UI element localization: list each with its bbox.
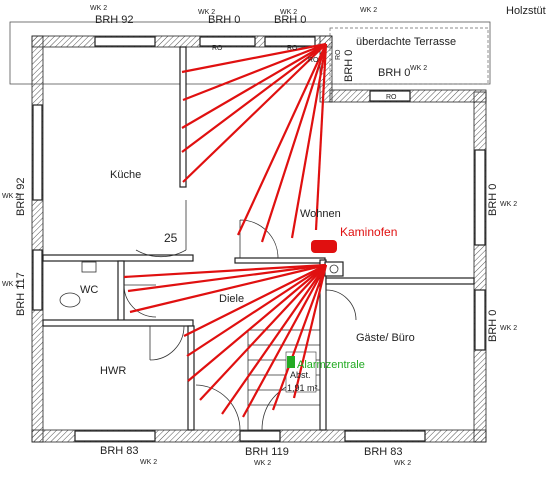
- label-25: 25: [164, 231, 178, 245]
- upper-sensor-ray-9: [314, 43, 328, 231]
- label-brh83-right: BRH 83: [364, 446, 403, 458]
- lower-sensor-ray-9: [242, 264, 327, 418]
- lower-sensor-ray-2: [127, 263, 327, 293]
- label-brh0-terrace: BRH 0: [378, 67, 410, 79]
- label-wk2-top-right: WK 2: [280, 9, 297, 16]
- label-brh117: BRH 117: [15, 272, 27, 316]
- window-right-2: [474, 289, 486, 351]
- window-right-top: [369, 90, 411, 102]
- wall-center-horizontal: [234, 257, 326, 264]
- label-gaeste: Gäste/ Büro: [356, 332, 415, 344]
- label-terrace: überdachte Terrasse: [356, 36, 456, 48]
- wc-sink: [81, 261, 97, 273]
- outer-wall-left: [31, 35, 44, 443]
- label-brh0-vertical: BRH 0: [343, 50, 355, 82]
- window-top-2: [199, 36, 256, 47]
- label-brh119: BRH 119: [245, 446, 289, 458]
- label-ro-2: RO: [287, 45, 298, 52]
- lower-sensor-ray-4: [183, 264, 327, 337]
- label-brh92-top: BRH 92: [95, 14, 134, 26]
- upper-sensor-ray-7: [260, 43, 328, 243]
- wall-hwr-top: [42, 319, 194, 327]
- label-wk2-right-1: WK 2: [500, 201, 517, 208]
- window-bottom-3: [344, 430, 426, 442]
- upper-sensor-ray-8: [290, 43, 328, 239]
- wc-toilet: [59, 292, 81, 308]
- upper-sensor-ray-6: [237, 43, 327, 236]
- outer-wall-right: [473, 91, 487, 443]
- label-area: 1,91 m²: [287, 383, 318, 393]
- label-wk2-top-far: WK 2: [360, 7, 377, 14]
- label-ro-5: RO: [386, 94, 397, 101]
- label-wk2-bottom-mid: WK 2: [254, 460, 271, 467]
- upper-sensor-ray-3: [181, 43, 327, 129]
- lower-sensor-ray-11: [292, 264, 328, 399]
- label-brh0-top-b: BRH 0: [274, 14, 306, 26]
- window-left-2: [32, 249, 43, 311]
- lower-sensor-ray-6: [187, 264, 327, 382]
- window-bottom-2: [239, 430, 281, 442]
- label-wk2-left-2: WK 2: [2, 281, 19, 288]
- roof-outline: [9, 21, 491, 85]
- door-wohnen: [239, 219, 279, 259]
- label-ro-1: RO: [212, 45, 223, 52]
- lower-sensor-ray-10: [271, 264, 328, 411]
- door-wc: [123, 284, 157, 318]
- kaminofen-marker: [311, 240, 337, 253]
- window-bottom-1: [74, 430, 156, 442]
- label-wk2-terrace: WK 2: [410, 65, 427, 72]
- door-hwr: [149, 325, 185, 361]
- lower-sensor-ray-7: [199, 264, 327, 401]
- upper-sensor-ray-5: [182, 43, 327, 183]
- lower-sensor-ray-8: [221, 264, 327, 415]
- label-wk2-right-2: WK 2: [500, 325, 517, 332]
- upper-sensor-ray-2: [182, 42, 327, 102]
- chimney-circle: [329, 264, 339, 274]
- window-top-1: [94, 36, 156, 47]
- label-wohnen: Wohnen: [300, 208, 341, 220]
- label-abst: Abst.: [290, 370, 311, 380]
- label-holzstuetze: Holzstüt: [506, 5, 546, 17]
- label-brh0-right-1: BRH 0: [487, 184, 499, 216]
- label-diele: Diele: [219, 293, 244, 305]
- upper-sensor-ray-1: [181, 42, 327, 74]
- label-wk2-top-left: WK 2: [90, 5, 107, 12]
- wall-gaeste-top: [325, 277, 475, 285]
- window-left-1: [32, 104, 43, 201]
- label-brh0-right-2: BRH 0: [487, 310, 499, 342]
- door-kueche: [135, 200, 187, 258]
- door-bottom: [195, 384, 241, 431]
- label-hwr: HWR: [100, 365, 126, 377]
- label-wk2-bottom-right: WK 2: [394, 460, 411, 467]
- upper-sensor-ray-4: [181, 43, 327, 153]
- alarmzentrale-marker: [287, 356, 295, 368]
- label-kaminofen: Kaminofen: [340, 225, 397, 239]
- door-gaeste: [325, 289, 357, 321]
- label-brh92-left: BRH 92: [15, 177, 27, 216]
- lower-sensor-ray-1: [123, 263, 327, 279]
- wall-kueche-right: [179, 46, 187, 188]
- label-kueche: Küche: [110, 169, 141, 181]
- lower-sensor-ray-5: [186, 264, 327, 357]
- sensor-rays: [123, 42, 328, 418]
- label-wk2-bottom-left: WK 2: [140, 459, 157, 466]
- window-right-1: [474, 149, 486, 246]
- label-wk2-left-1: WK 2: [2, 193, 19, 200]
- label-brh0-top-a: BRH 0: [208, 14, 240, 26]
- label-ro-3: RO: [308, 57, 319, 64]
- lower-sensor-ray-3: [129, 263, 327, 314]
- label-brh83-left: BRH 83: [100, 445, 139, 457]
- label-wk2-top-mid: WK 2: [198, 9, 215, 16]
- window-top-3: [264, 36, 316, 47]
- wall-chimney: [324, 261, 344, 277]
- label-ro-4: RO: [335, 49, 342, 60]
- label-alarmzentrale: Alarmzentrale: [297, 359, 365, 371]
- wall-wc-right: [117, 260, 125, 322]
- label-wc: WC: [80, 284, 98, 296]
